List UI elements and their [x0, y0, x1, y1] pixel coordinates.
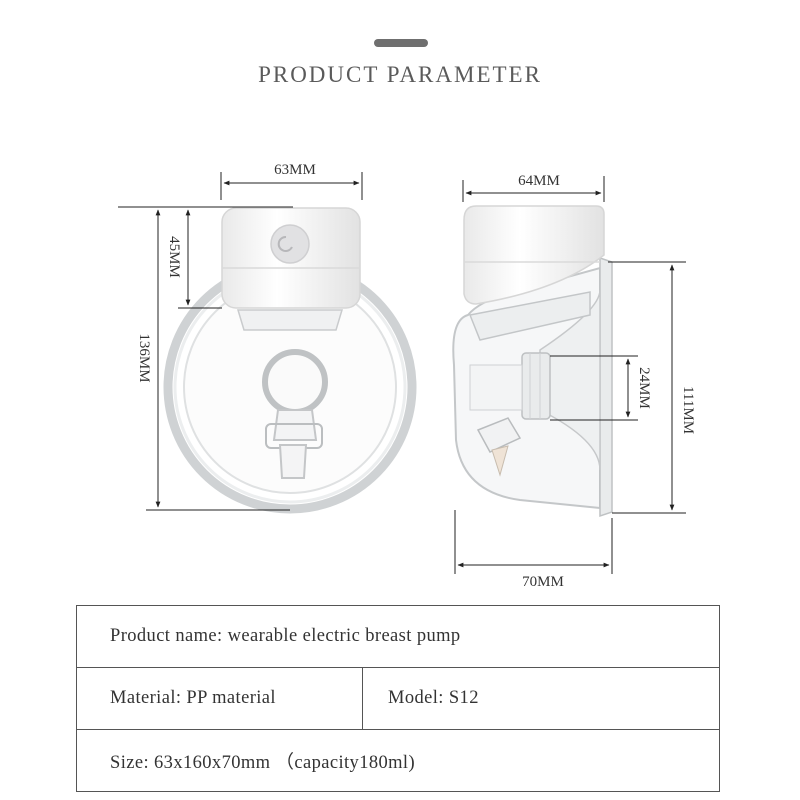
dim-front-cap-height: 45MM [166, 236, 182, 278]
drag-handle-bar [374, 39, 428, 47]
spec-size: Size: 63x160x70mm （capacity180ml) [76, 729, 720, 792]
page-title: PRODUCT PARAMETER [258, 62, 542, 87]
dim-front-total-height: 136MM [136, 333, 152, 382]
power-button [270, 224, 310, 264]
table-row: Material: PP material Model: S12 [76, 667, 720, 730]
valve [278, 444, 308, 479]
spec-product-name: Product name: wearable electric breast p… [76, 605, 720, 668]
front-view-pump [163, 207, 417, 514]
dim-side-width: 64MM [518, 173, 560, 189]
front-dimensions: 63MM 45MM 136MM [118, 162, 363, 511]
dim-front-width: 63MM [274, 162, 316, 178]
table-row: Product name: wearable electric breast p… [76, 605, 720, 668]
dim-side-depth: 70MM [522, 574, 564, 590]
spec-material: Material: PP material [76, 667, 363, 730]
spec-model: Model: S12 [362, 667, 720, 730]
side-valve [476, 417, 522, 453]
nozzle-ring [262, 349, 328, 415]
product-dimension-diagram: 63MM 45MM 136MM 64MM [118, 162, 696, 590]
side-dimensions: 64MM 24MM 111MM 70MM [454, 173, 696, 590]
dim-side-height: 111MM [680, 386, 696, 434]
spec-table: Product name: wearable electric breast p… [76, 605, 720, 792]
dim-side-nozzle: 24MM [636, 367, 652, 409]
side-view-pump [452, 205, 613, 518]
table-row: Size: 63x160x70mm （capacity180ml) [76, 729, 720, 792]
side-motor-cap [463, 205, 605, 305]
